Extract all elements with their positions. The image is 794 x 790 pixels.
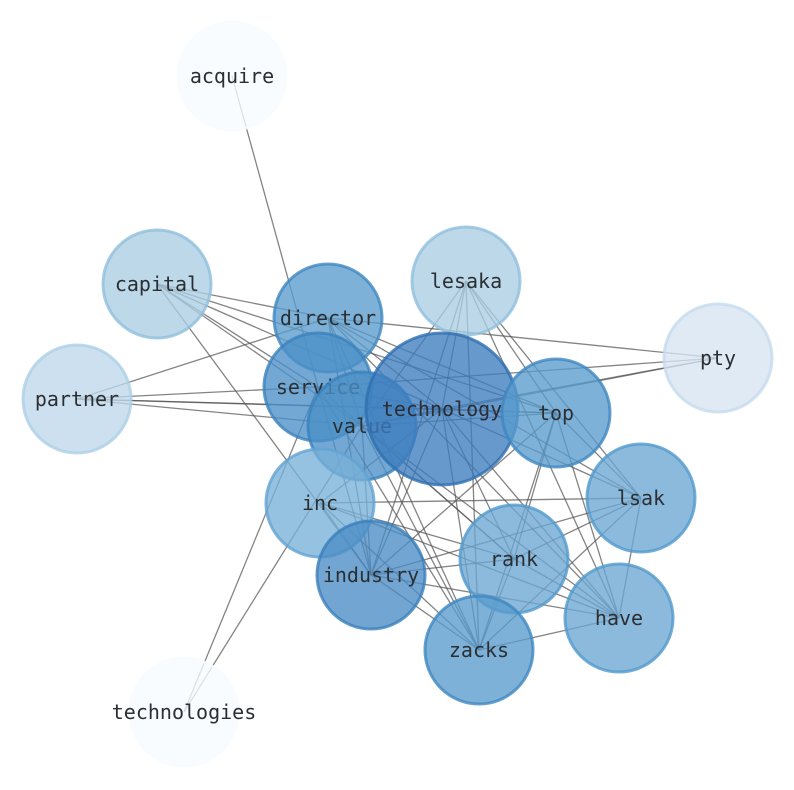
node-layer: acquire pty partner capital lesaka technologi…	[21, 20, 774, 768]
node-circle-top	[500, 357, 612, 469]
node-industry: industry	[315, 519, 427, 631]
node-label-director: director	[280, 306, 376, 330]
node-acquire: acquire	[176, 20, 288, 132]
node-label-rank: rank	[490, 547, 538, 571]
edge-technologies-service	[183, 386, 319, 713]
node-circle-zacks	[423, 594, 535, 706]
node-label-industry: industry	[323, 563, 419, 587]
node-label-technology: technology	[382, 397, 502, 421]
node-circle-capital	[101, 228, 213, 340]
node-label-lesaka: lesaka	[430, 269, 502, 293]
node-label-acquire: acquire	[190, 64, 274, 88]
node-label-have: have	[595, 606, 643, 630]
node-technology: technology	[364, 331, 520, 487]
node-lsak: lsak	[585, 442, 697, 554]
edge-pty-director	[327, 317, 719, 359]
node-zacks: zacks	[423, 594, 535, 706]
node-label-inc: inc	[302, 491, 338, 515]
node-label-technologies: technologies	[112, 700, 257, 724]
node-label-pty: pty	[700, 346, 736, 370]
node-lesaka: lesaka	[410, 225, 522, 337]
node-pty: pty	[662, 302, 774, 414]
node-label-lsak: lsak	[617, 486, 665, 510]
node-top: top	[500, 357, 612, 469]
node-label-capital: capital	[115, 272, 199, 296]
node-circle-lesaka	[410, 225, 522, 337]
node-have: have	[563, 562, 675, 674]
node-circle-partner	[21, 343, 133, 455]
node-label-partner: partner	[35, 387, 119, 411]
node-circle-industry	[315, 519, 427, 631]
node-partner: partner	[21, 343, 133, 455]
node-circle-technologies	[128, 656, 240, 768]
node-circle-acquire	[176, 20, 288, 132]
node-circle-pty	[662, 302, 774, 414]
node-technologies: technologies	[112, 656, 257, 768]
node-capital: capital	[101, 228, 213, 340]
node-label-top: top	[538, 401, 574, 425]
node-circle-lsak	[585, 442, 697, 554]
node-label-zacks: zacks	[449, 638, 509, 662]
node-circle-have	[563, 562, 675, 674]
